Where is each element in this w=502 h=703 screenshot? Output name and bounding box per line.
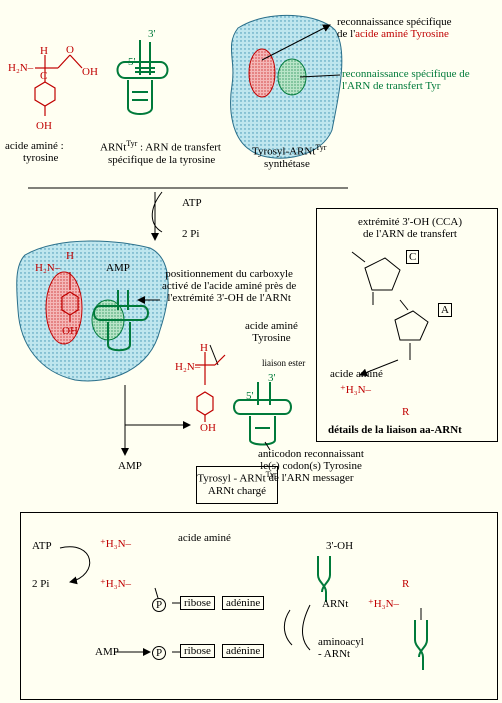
charged-trna-box: Tyrosyl - ARNtTyr ARNt chargé	[196, 466, 278, 504]
bottom-aa-label: acide aminé	[178, 532, 231, 544]
bottom-reaction-box	[20, 512, 498, 700]
aa-tyrosine-label: acide aminé Tyrosine	[245, 320, 298, 344]
aa-recognition-site	[248, 48, 276, 98]
bottom-trna-charged	[414, 620, 428, 670]
anticodon-label: anticodon reconnaissant le(s) codon(s) T…	[258, 448, 364, 484]
bottom-atp-label: ATP	[32, 540, 52, 552]
charged-oh-label: OH	[200, 422, 216, 434]
positioning-label: positionnement du carboxyle activé de l'…	[162, 268, 297, 304]
bottom-ribose-1: ribose	[180, 596, 215, 610]
recognition-trna-label: reconnaissance spécifique de l'ARN de tr…	[342, 68, 470, 92]
tyr-oh-carboxyl-label: OH	[82, 66, 98, 78]
tyrosine-structure	[34, 54, 83, 116]
tyr-oh-phenol-label: OH	[36, 120, 52, 132]
bottom-2pi-label: 2 Pi	[32, 578, 50, 590]
bottom-3oh-label: 3'-OH	[326, 540, 354, 552]
middle-tyrosine	[61, 272, 79, 322]
mid-h-label: H	[66, 250, 74, 262]
bottom-adenine-1: adénine	[222, 596, 265, 610]
detail-r-label: R	[402, 406, 410, 418]
charged-trna	[233, 382, 292, 446]
trna-5prime-label: 5'	[128, 56, 136, 68]
trna-3prime-label: 3'	[148, 28, 156, 40]
tyr-c-label: C	[40, 70, 48, 82]
bottom-trna-label: ARNt	[322, 598, 349, 610]
trna-structure	[116, 40, 169, 115]
bottom-amp-label: AMP	[95, 646, 119, 658]
charged-nh2-label: H₂N–	[175, 361, 201, 373]
detail-ribose-structure	[351, 251, 429, 360]
tyr-o-label: O	[66, 44, 74, 56]
bottom-phosphate-2: P	[152, 646, 167, 660]
mid-nh2-label: H₂N–	[35, 262, 61, 274]
mid-amp-label: AMP	[106, 262, 130, 274]
detail-title: extrémité 3'-OH (CCA) de l'ARN de transf…	[357, 216, 462, 240]
bottom-nh3-product-label: ⁺H₃N–	[368, 598, 400, 610]
detail-box	[316, 208, 498, 442]
tyrosine-caption: acide aminé : tyrosine	[5, 140, 64, 164]
synthetase-caption: Tyrosyl-ARNtTyr synthétase	[252, 143, 327, 170]
ester-bond-label: liaison ester	[262, 358, 306, 368]
charged-h-label: H	[200, 342, 208, 354]
bottom-aminoacyl-label: aminoacyl - ARNt	[318, 636, 364, 660]
charged-3prime-label: 3'	[268, 372, 276, 384]
tyr-nh2-label: H₂N–	[8, 62, 34, 74]
recognition-aa-label: reconnaissance spécifique de l'acide ami…	[337, 16, 452, 40]
bottom-nh3-top-label: ⁺H₃N–	[100, 538, 132, 550]
bottom-nh3-mid-label: ⁺H₃N–	[100, 578, 132, 590]
mid-amp-output-label: AMP	[118, 460, 142, 472]
middle-trna	[93, 290, 149, 352]
charged-tyrosine	[195, 352, 226, 422]
trna-caption: ARNtTyr : ARN de transfert spécifique de…	[100, 139, 221, 166]
bottom-trna-free	[317, 556, 331, 602]
step-atp-label: ATP	[182, 197, 202, 209]
detail-footer: détails de la liaison aa-ARNt	[328, 424, 462, 436]
bottom-r-label: R	[402, 578, 410, 590]
detail-c-box: C	[406, 250, 420, 264]
detail-nh3-label: ⁺H₃N–	[340, 384, 372, 396]
bottom-adenine-2: adénine	[222, 644, 265, 658]
tyr-h-label: H	[40, 45, 48, 57]
bottom-phosphate-1: P	[152, 598, 167, 612]
charged-5prime-label: 5'	[246, 390, 254, 402]
bottom-ribose-2: ribose	[180, 644, 215, 658]
mid-oh-label: OH	[62, 325, 78, 337]
detail-amino-acid-label: acide aminé	[330, 368, 383, 380]
detail-a-box: A	[438, 303, 452, 317]
step-2pi-label: 2 Pi	[182, 228, 200, 240]
